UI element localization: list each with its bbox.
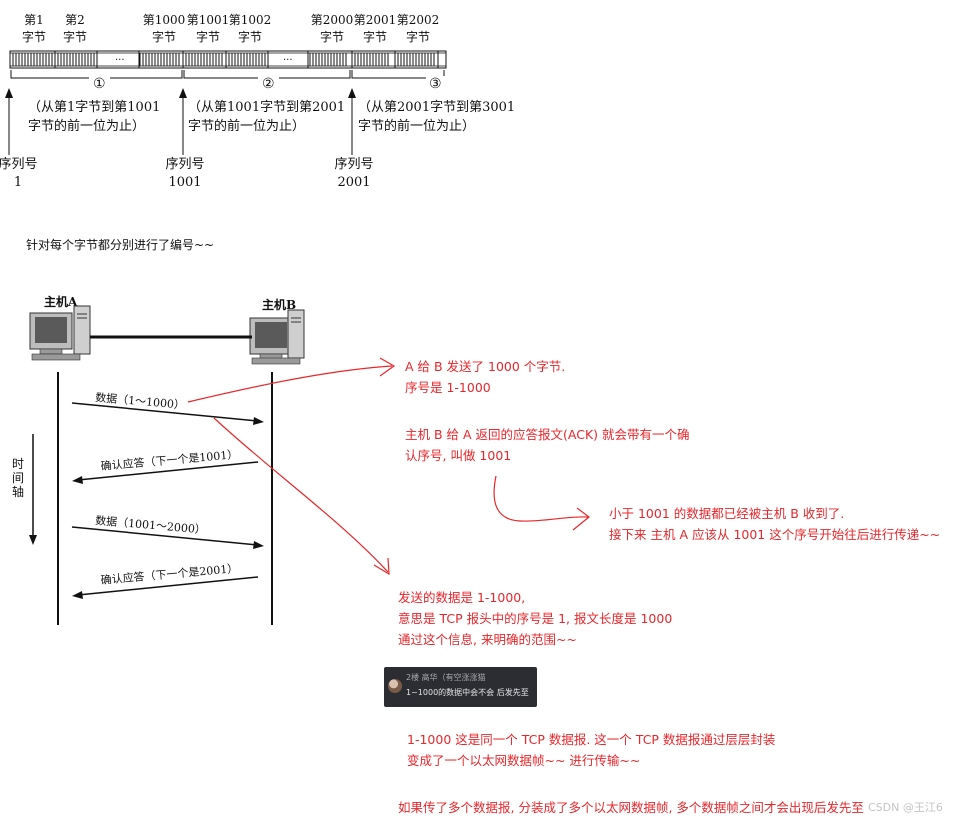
caption-text: 针对每个字节都分别进行了编号~~ <box>26 238 215 252</box>
byte-header-2: 第2 字节 <box>62 13 87 44</box>
segment-range-2: （从第1001字节到第2001 字节的前一位为止） <box>188 100 346 134</box>
red-arrow-to-note4 <box>213 417 389 573</box>
seq-label-3: 序列号 2001 <box>334 157 374 190</box>
segment-bracket-3 <box>351 70 445 79</box>
annotation-note-4: 发送的数据是 1-1000, 意思是 TCP 报头中的序号是 1, 报文长度是 … <box>398 590 673 647</box>
seq-label-2: 序列号 1001 <box>165 157 205 190</box>
byte-header-1000: 第1000 字节 <box>142 13 186 44</box>
time-axis-label: 时 间 轴 <box>12 457 25 499</box>
host-a-label: 主机A <box>44 295 78 309</box>
message-arrow-3 <box>71 526 259 546</box>
message-arrow-1 <box>71 402 259 422</box>
annotation-note-2: 主机 B 给 A 返回的应答报文(ACK) 就会带有一个确 认序号, 叫做 10… <box>405 427 690 463</box>
byte-header-2001: 第2001 字节 <box>353 13 397 44</box>
comment-text: 1~1000的数据中会不会 后发先至 <box>406 688 529 697</box>
byte-header-1002: 第1002 字节 <box>228 13 272 44</box>
annotation-note-3: 小于 1001 的数据都已经被主机 B 收到了. 接下来 主机 A 应该从 10… <box>609 506 941 542</box>
segment-marker-3: ③ <box>426 76 445 92</box>
segment-marker-1: ① <box>89 76 110 92</box>
message-arrow-4 <box>77 576 259 596</box>
segment-range-3: （从第2001字节到第3001 字节的前一位为止） <box>358 100 516 134</box>
comment-user: 2楼 高华（有空涨涨猫 <box>406 673 486 682</box>
watermark: CSDN @王江6 <box>868 801 943 814</box>
ellipsis-2: ... <box>283 52 293 63</box>
segment-marker-2: ② <box>258 76 279 92</box>
byte-strip <box>9 50 447 69</box>
byte-header-2002: 第2002 字节 <box>396 13 440 44</box>
annotation-note-5: 1-1000 这是同一个 TCP 数据报. 这一个 TCP 数据报通过层层封装 … <box>407 732 776 768</box>
annotation-note-1: A 给 B 发送了 1000 个字节. 序号是 1-1000 <box>405 359 566 395</box>
byte-header-2000: 第2000 字节 <box>310 13 354 44</box>
seq-label-1: 序列号 1 <box>0 157 38 190</box>
byte-header-1: 第1 字节 <box>21 13 46 44</box>
avatar <box>388 679 402 693</box>
comment-card: 2楼 高华（有空涨涨猫 1~1000的数据中会不会 后发先至 <box>384 667 537 707</box>
computer-b-icon <box>249 309 305 365</box>
message-arrow-2 <box>77 461 259 481</box>
ellipsis-1: ... <box>115 52 125 63</box>
segment-range-1: （从第1字节到第1001 字节的前一位为止） <box>28 100 161 134</box>
annotation-note-6: 如果传了多个数据报, 分装成了多个以太网数据帧, 多个数据帧之间才会出现后发先至 <box>398 800 864 815</box>
red-arrow-to-note3 <box>493 475 589 522</box>
byte-header-1001: 第1001 字节 <box>186 13 230 44</box>
host-b-label: 主机B <box>262 298 297 312</box>
byte-cells <box>12 53 435 66</box>
red-arrow-to-note1 <box>187 365 393 403</box>
computer-a-icon <box>29 305 91 361</box>
